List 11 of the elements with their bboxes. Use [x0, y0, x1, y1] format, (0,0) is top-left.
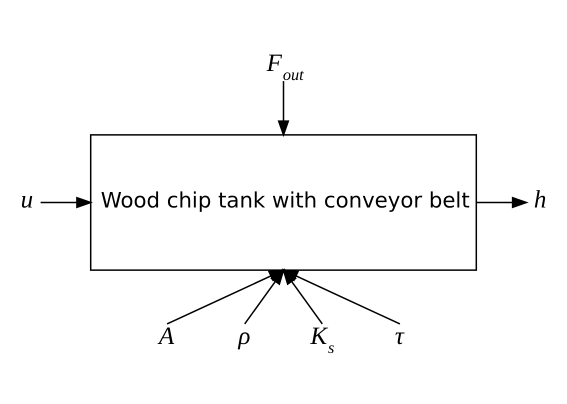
node-text: A	[158, 322, 174, 350]
node-text: ρ	[238, 322, 250, 350]
arrow	[278, 80, 290, 137]
node-text: K$_{s}$	[310, 322, 334, 356]
node-text: h	[534, 186, 546, 214]
arrow	[476, 196, 529, 208]
node-text: τ	[394, 322, 404, 350]
node-text: u	[20, 186, 34, 214]
node-text: F$_{out}$	[266, 50, 304, 84]
node-box: Wood chip tank with conveyor belt	[90, 134, 478, 270]
arrow	[40, 196, 93, 208]
